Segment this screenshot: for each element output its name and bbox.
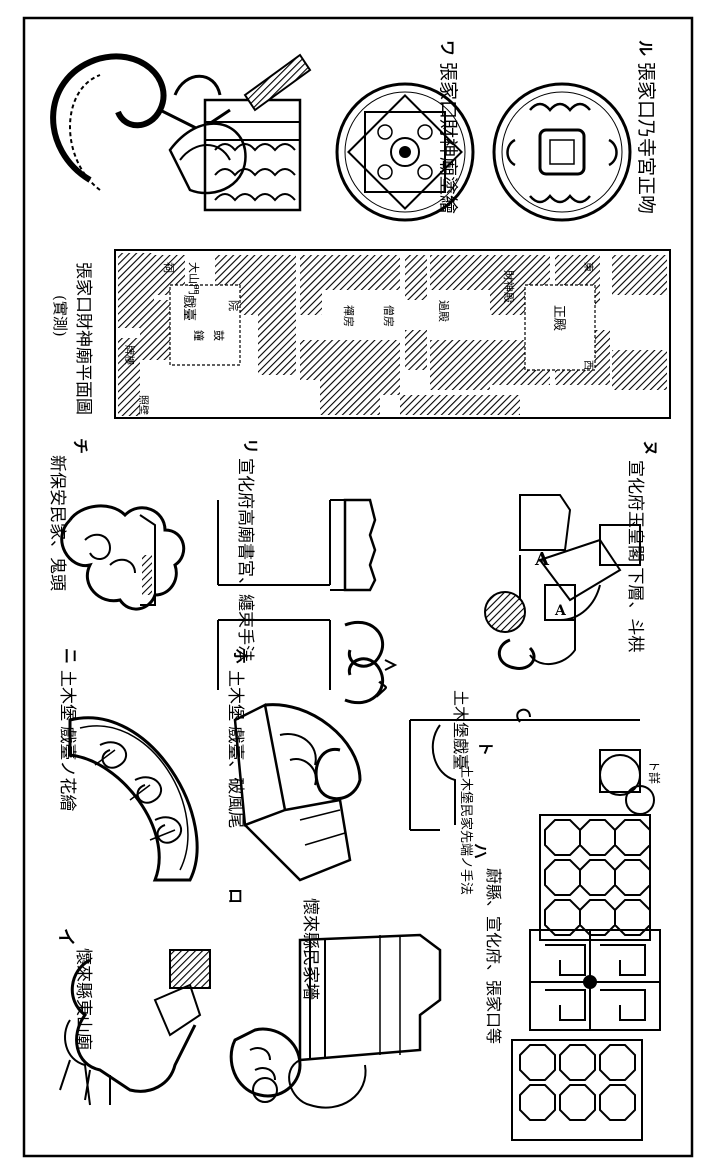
figure-ru-caption: 張家口乃寺宮正吻 — [635, 62, 657, 214]
figure-ni-mark: ニ — [61, 648, 80, 664]
figure-he: ヘ 土木堡戲臺 — [370, 680, 640, 831]
svg-text:戲臺: 戲臺 — [181, 295, 196, 321]
figure-ni: ニ 土木堡 戲臺ノ花繪 — [57, 648, 199, 882]
figure-ri-mark: リ — [241, 438, 260, 454]
figure-to-mark: ト — [476, 740, 495, 756]
figure-he-caption: 土木堡戲臺 — [451, 690, 470, 770]
figure-ro: ロ 懷來縣民家墻 — [226, 888, 442, 1109]
svg-text:過殿: 過殿 — [437, 300, 450, 322]
figure-nu: ヌ 宣化府玉皇閣 下層、斗栱 A A — [484, 440, 660, 670]
figure-ru: ル 張家口乃寺宮正吻 — [50, 40, 657, 214]
svg-text:東: 東 — [582, 262, 595, 272]
figure-to-caption: 土木堡民家先端ノ手法 — [458, 765, 474, 895]
figure-ha: ハ 蔚縣、宣化府、張家口等 — [471, 814, 661, 1141]
medallion-cloud — [492, 82, 632, 222]
plan-note: (實測) — [51, 295, 69, 337]
figure-chi-caption: 新保安民家、鬼頭 — [47, 455, 67, 591]
svg-text:財神殿: 財神殿 — [502, 270, 516, 303]
svg-text:牌樓: 牌樓 — [123, 345, 136, 365]
figure-ho: ホ 土木堡 戲臺、破風尾 — [225, 648, 362, 882]
svg-text:正殿: 正殿 — [551, 305, 566, 331]
svg-text:僧房: 僧房 — [382, 305, 395, 327]
svg-text:A: A — [554, 603, 567, 619]
svg-text:院: 院 — [227, 300, 241, 311]
svg-text:禪房: 禪房 — [342, 305, 355, 327]
figure-i-mark: イ — [55, 928, 76, 946]
svg-text:鐘: 鐘 — [192, 330, 206, 341]
figure-ri-caption: 宣化府高廟書宮、纏束手法 — [235, 458, 255, 662]
figure-chi-mark: チ — [71, 438, 90, 454]
figure-wo-caption: 張家口財神廟平面圖 — [73, 262, 93, 415]
lattice-octagon-upper — [539, 814, 651, 941]
svg-text:大山門: 大山門 — [187, 262, 201, 295]
lattice-fret — [529, 929, 661, 1031]
figure-wa: ワ 張家口財神廟塗繪 — [335, 40, 632, 222]
figure-ho-mark: ホ — [231, 648, 250, 664]
lattice-octagon-lower — [511, 1039, 643, 1141]
figure-ho-caption: 土木堡 戲臺、破風尾 — [225, 670, 245, 828]
figure-nu-caption: 宣化府玉皇閣 下層、斗栱 — [625, 460, 645, 652]
svg-text:A: A — [534, 549, 550, 570]
figure-wa-mark: ワ — [438, 40, 457, 56]
figure-he-mark: ヘ — [370, 680, 391, 698]
figure-ha-caption: 蔚縣、宣化府、張家口等 — [484, 868, 503, 1044]
figure-ru-mark: ル — [636, 40, 655, 56]
svg-text:西: 西 — [582, 360, 593, 370]
outer-frame — [22, 16, 694, 1158]
plan-frame — [114, 249, 671, 419]
svg-text:照壁: 照壁 — [137, 395, 150, 415]
figure-wo: ヲ 張家口財神廟平面圖 (實測) 大山門 鐘 鼓 戲臺 — [51, 249, 671, 419]
dragon-ornament — [50, 53, 167, 183]
figure-i: イ 懷來縣東山廟 — [55, 928, 211, 1106]
figure-ro-mark: ロ — [226, 888, 245, 904]
figure-ni-caption: 土木堡 戲臺ノ花繪 — [57, 670, 77, 811]
medallion-lattice — [335, 82, 475, 222]
svg-text:鼓: 鼓 — [212, 330, 226, 341]
figure-ha-mark: ハ — [471, 843, 490, 859]
figure-nu-mark: ヌ — [641, 440, 660, 456]
to-note: ト詳 — [647, 760, 662, 784]
figure-to: ト 土木堡民家先端ノ手法 ト詳 — [458, 740, 662, 895]
figure-chi: チ 新保安民家、鬼頭 — [47, 438, 186, 611]
svg-text:祠: 祠 — [162, 262, 175, 273]
figure-ri: リ 宣化府高廟書宮、纏束手法 — [217, 438, 398, 705]
